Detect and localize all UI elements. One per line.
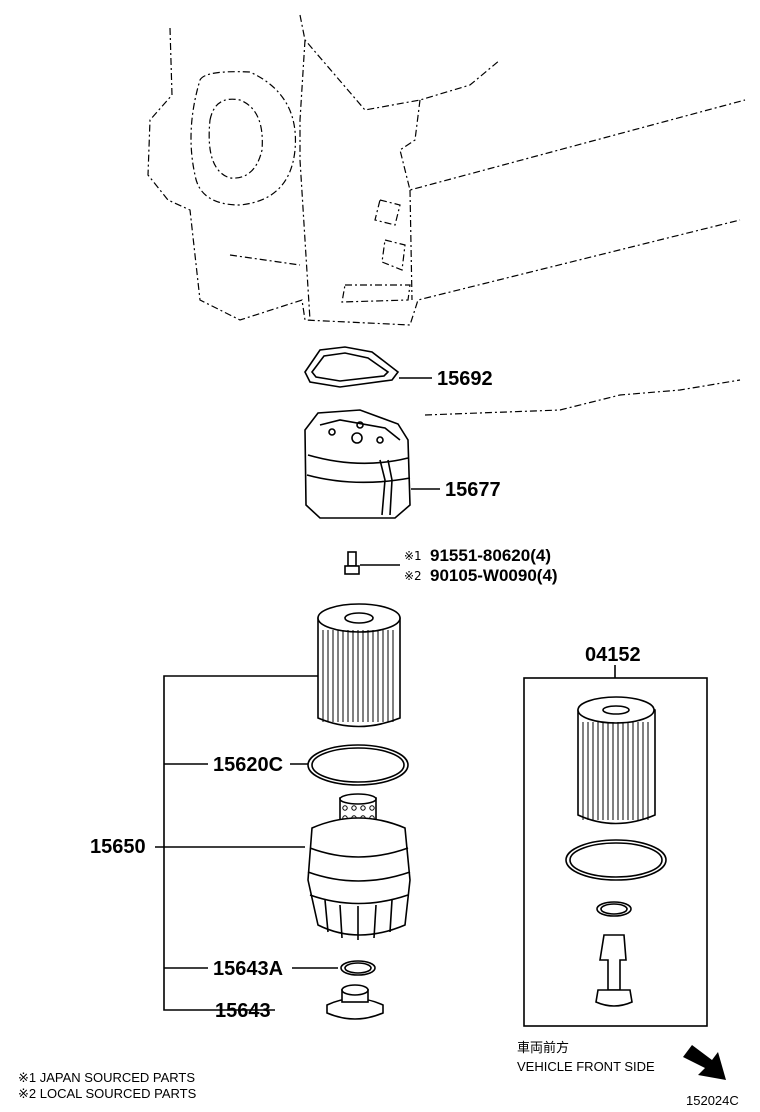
label-15692: 15692 <box>437 368 493 390</box>
gasket-15692 <box>304 346 432 388</box>
kit-box-04152 <box>523 665 708 1027</box>
label-15643: 15643 <box>215 1000 271 1022</box>
bolt-icon <box>344 551 400 575</box>
direction-label-en: VEHICLE FRONT SIDE <box>517 1059 655 1074</box>
perforation-dot <box>342 805 348 811</box>
filter-element-left <box>317 603 401 728</box>
label-15677: 15677 <box>445 479 501 501</box>
label-bolt-1: 91551-80620(4) <box>430 546 551 565</box>
filter-cap-assembly <box>307 793 411 940</box>
bolt-marker-1: ※1 <box>404 549 422 563</box>
front-direction-arrow-icon <box>683 1045 726 1080</box>
bolt-marker-2: ※2 <box>404 569 422 583</box>
perforation-dot <box>369 805 375 811</box>
o-ring-15620C <box>307 744 409 786</box>
label-04152: 04152 <box>585 644 641 666</box>
engine-block-outline <box>147 14 746 416</box>
adapter-15677 <box>304 409 440 519</box>
diagram-id: 152024C <box>686 1093 739 1108</box>
footnote-1: ※1 JAPAN SOURCED PARTS <box>18 1070 195 1085</box>
label-bolt-2: 90105-W0090(4) <box>430 566 558 585</box>
assembly-bracket-15650 <box>155 675 338 1011</box>
label-15643A: 15643A <box>213 958 283 980</box>
drain-plug-15643 <box>326 984 384 1020</box>
label-15620C: 15620C <box>213 754 283 776</box>
direction-label-jp: 車両前方 <box>517 1040 569 1055</box>
label-15650: 15650 <box>90 836 146 858</box>
gasket-15643A <box>340 960 376 976</box>
perforation-dot <box>351 805 357 811</box>
perforation-dot <box>360 805 366 811</box>
footnote-2: ※2 LOCAL SOURCED PARTS <box>18 1086 197 1101</box>
